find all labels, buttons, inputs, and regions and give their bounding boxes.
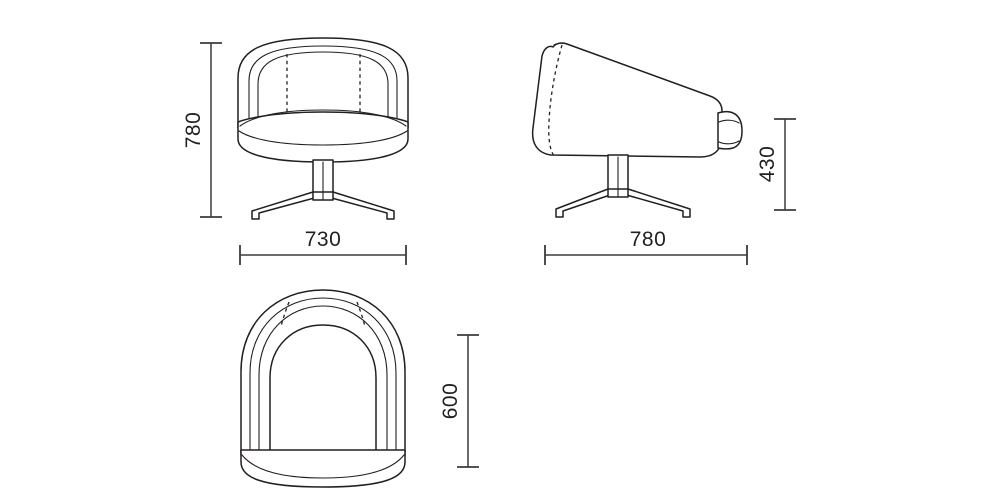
front-seat-cushion bbox=[237, 111, 409, 163]
front-backrest-cushion-arc bbox=[257, 51, 389, 121]
side-seat-height-dimension: 430 bbox=[756, 118, 796, 211]
front-seat-top-seam bbox=[239, 109, 407, 127]
top-view-group: 600 bbox=[240, 289, 479, 488]
side-top-edge-seam bbox=[553, 42, 573, 47]
front-base-arm-right bbox=[327, 191, 395, 220]
side-seat-height-dim-label: 430 bbox=[756, 146, 779, 183]
top-seam-right bbox=[356, 301, 366, 328]
front-backrest-outer-shell bbox=[237, 37, 409, 129]
side-body-shell bbox=[531, 42, 723, 158]
top-depth-dimension: 600 bbox=[439, 334, 479, 468]
side-back-seam bbox=[548, 44, 563, 157]
side-depth-dimension: 780 bbox=[544, 228, 748, 265]
top-outer-shell bbox=[240, 289, 406, 456]
top-seam-left bbox=[280, 301, 290, 328]
front-seat-band-seam bbox=[238, 130, 408, 146]
side-base-arm-right bbox=[622, 188, 691, 218]
front-backrest-inner-shell bbox=[248, 45, 398, 129]
side-nub-seam-bottom bbox=[718, 140, 740, 145]
front-width-dimension: 730 bbox=[239, 228, 407, 265]
side-base-arm-left bbox=[555, 188, 614, 218]
top-seat-well-arch bbox=[269, 324, 377, 451]
top-third-arch bbox=[258, 305, 388, 451]
side-nub-seam-top bbox=[718, 119, 740, 124]
front-view-group: 780 730 bbox=[182, 37, 409, 265]
front-height-dimension: 780 bbox=[182, 42, 222, 218]
front-width-dim-label: 730 bbox=[305, 228, 342, 251]
front-height-dim-label: 780 bbox=[182, 112, 205, 149]
side-view-group: 430 780 bbox=[531, 42, 796, 265]
top-seat-front-seam bbox=[241, 454, 405, 479]
top-seat-front-edge bbox=[240, 449, 406, 488]
top-second-arch bbox=[249, 297, 397, 453]
side-depth-dim-label: 780 bbox=[630, 228, 667, 251]
front-base-arm-left bbox=[251, 191, 319, 220]
top-depth-dim-label: 600 bbox=[439, 383, 462, 420]
